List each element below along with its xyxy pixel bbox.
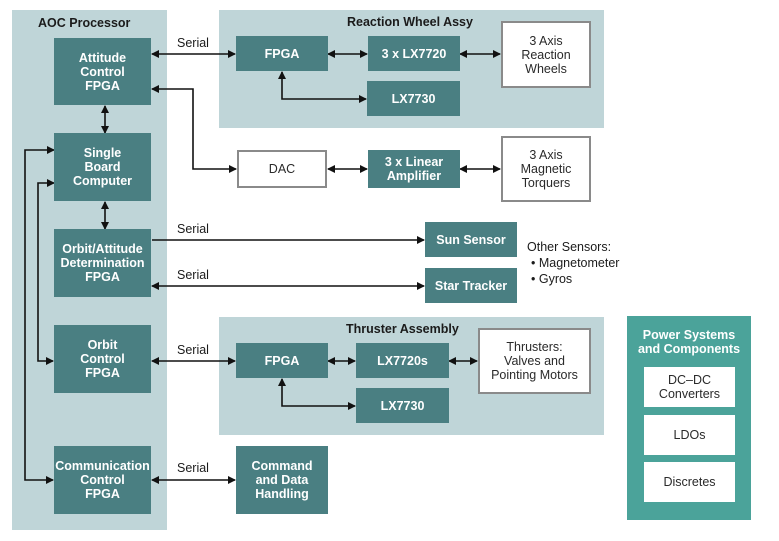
serial-label-sun: Serial	[177, 222, 209, 236]
command-data-handling: Command and Data Handling	[236, 446, 328, 514]
thruster-title: Thruster Assembly	[346, 322, 459, 336]
reaction-wheels: 3 Axis Reaction Wheels	[501, 21, 591, 88]
star-tracker: Star Tracker	[425, 268, 517, 303]
rw-fpga: FPGA	[236, 36, 328, 71]
other-sensor-magnetometer: • Magnetometer	[531, 256, 620, 270]
power-item-dcdc: DC–DC Converters	[644, 367, 735, 407]
link-att-dac	[151, 85, 237, 173]
orbit-control-fpga: Orbit Control FPGA	[54, 325, 151, 393]
power-item-ldos: LDOs	[644, 415, 735, 455]
thrusters-valves-motors: Thrusters: Valves and Pointing Motors	[478, 328, 591, 394]
link-sbc-orbit	[37, 179, 55, 365]
link-sbc-comm	[24, 146, 55, 484]
rw-lx7730: LX7730	[367, 81, 460, 116]
aoc-processor-title: AOC Processor	[38, 16, 131, 30]
magnetic-torquers: 3 Axis Magnetic Torquers	[501, 136, 591, 202]
other-sensor-gyros: • Gyros	[531, 272, 573, 286]
serial-label-rw: Serial	[177, 36, 209, 50]
power-systems-title: Power Systems and Components	[637, 328, 741, 356]
rw-lx7720: 3 x LX7720	[368, 36, 460, 71]
other-sensors-title: Other Sensors:	[527, 240, 612, 254]
serial-label-star: Serial	[177, 268, 209, 282]
power-item-discretes: Discretes	[644, 462, 735, 502]
sun-sensor: Sun Sensor	[425, 222, 517, 257]
single-board-computer: Single Board Computer	[54, 133, 151, 201]
dac: DAC	[237, 150, 327, 188]
link-rwfpga-lx7730	[278, 71, 367, 103]
link-tfpga-lx7730	[278, 378, 356, 410]
serial-label-thruster: Serial	[177, 343, 209, 357]
reaction-wheel-title: Reaction Wheel Assy	[347, 15, 473, 29]
thruster-lx7720s: LX7720s	[356, 343, 449, 378]
linear-amplifier: 3 x Linear Amplifier	[368, 150, 460, 188]
thruster-fpga: FPGA	[236, 343, 328, 378]
thruster-lx7730: LX7730	[356, 388, 449, 423]
communication-control-fpga: Communication Control FPGA	[54, 446, 151, 514]
attitude-control-fpga: Attitude Control FPGA	[54, 38, 151, 105]
serial-label-cdh: Serial	[177, 461, 209, 475]
orbit-attitude-determination-fpga: Orbit/Attitude Determination FPGA	[54, 229, 151, 297]
